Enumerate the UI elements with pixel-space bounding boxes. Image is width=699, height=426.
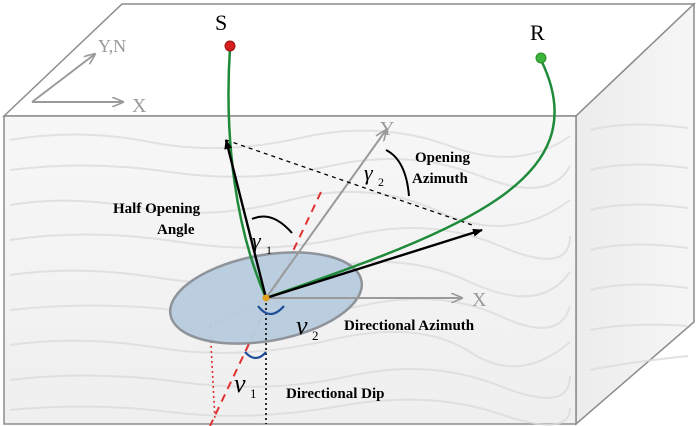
receiver-label: R (530, 20, 545, 45)
gamma-1-symbol: γ 1 (252, 228, 272, 257)
local-axis-x-label: X (472, 289, 487, 311)
source-direction-vector (224, 139, 268, 299)
nu-1-subscript: 1 (250, 386, 257, 401)
gamma-2-letter: γ (364, 160, 374, 185)
receiver-raypath (265, 59, 556, 300)
local-axis-y-label: Y (380, 118, 394, 140)
gamma-1-subscript: 1 (266, 243, 272, 257)
gamma-1-letter: γ (252, 228, 262, 253)
map-axis-x-label: X (132, 95, 147, 117)
map-axes: Y,N X (31, 36, 147, 117)
half-opening-arc (251, 215, 293, 234)
angle-arcs (244, 149, 410, 360)
source-marker (224, 40, 236, 52)
nu-1-symbol: ν 1 (234, 369, 257, 401)
gamma-2-symbol: γ 2 (364, 160, 384, 189)
nu-1-letter: ν (234, 369, 246, 398)
map-axis-north-line (31, 54, 95, 103)
directional-azimuth-label: Directional Azimuth (344, 318, 475, 334)
local-axes: Y X (265, 118, 487, 311)
nu-2-symbol: ν 2 (296, 311, 319, 343)
ray-paths (227, 47, 556, 300)
vector-tip-connector (225, 139, 476, 227)
local-axis-y-line (265, 130, 386, 299)
map-axis-north-label: Y,N (98, 36, 126, 56)
half-opening-angle-label-line1: Half Opening (113, 201, 201, 217)
receiver-marker (535, 52, 547, 64)
nu-2-letter: ν (296, 311, 308, 340)
opening-azimuth-arc (385, 149, 410, 197)
opening-azimuth-label-line1: Opening (415, 150, 471, 166)
receiver-direction-vector (265, 228, 483, 300)
gamma-2-subscript: 2 (378, 175, 384, 189)
opening-azimuth-label-line2: Azimuth (412, 171, 468, 187)
half-opening-angle-label-line2: Angle (157, 222, 195, 238)
directional-azimuth-arc (257, 305, 285, 316)
directional-dip-arc (244, 351, 267, 360)
ray-vectors (224, 139, 483, 300)
reflection-point (262, 294, 270, 302)
source-label: S (215, 10, 227, 35)
box-top-face (2, 3, 696, 117)
source-raypath (227, 47, 268, 299)
directional-dip-label: Directional Dip (286, 386, 384, 402)
nu-2-subscript: 2 (312, 328, 319, 343)
